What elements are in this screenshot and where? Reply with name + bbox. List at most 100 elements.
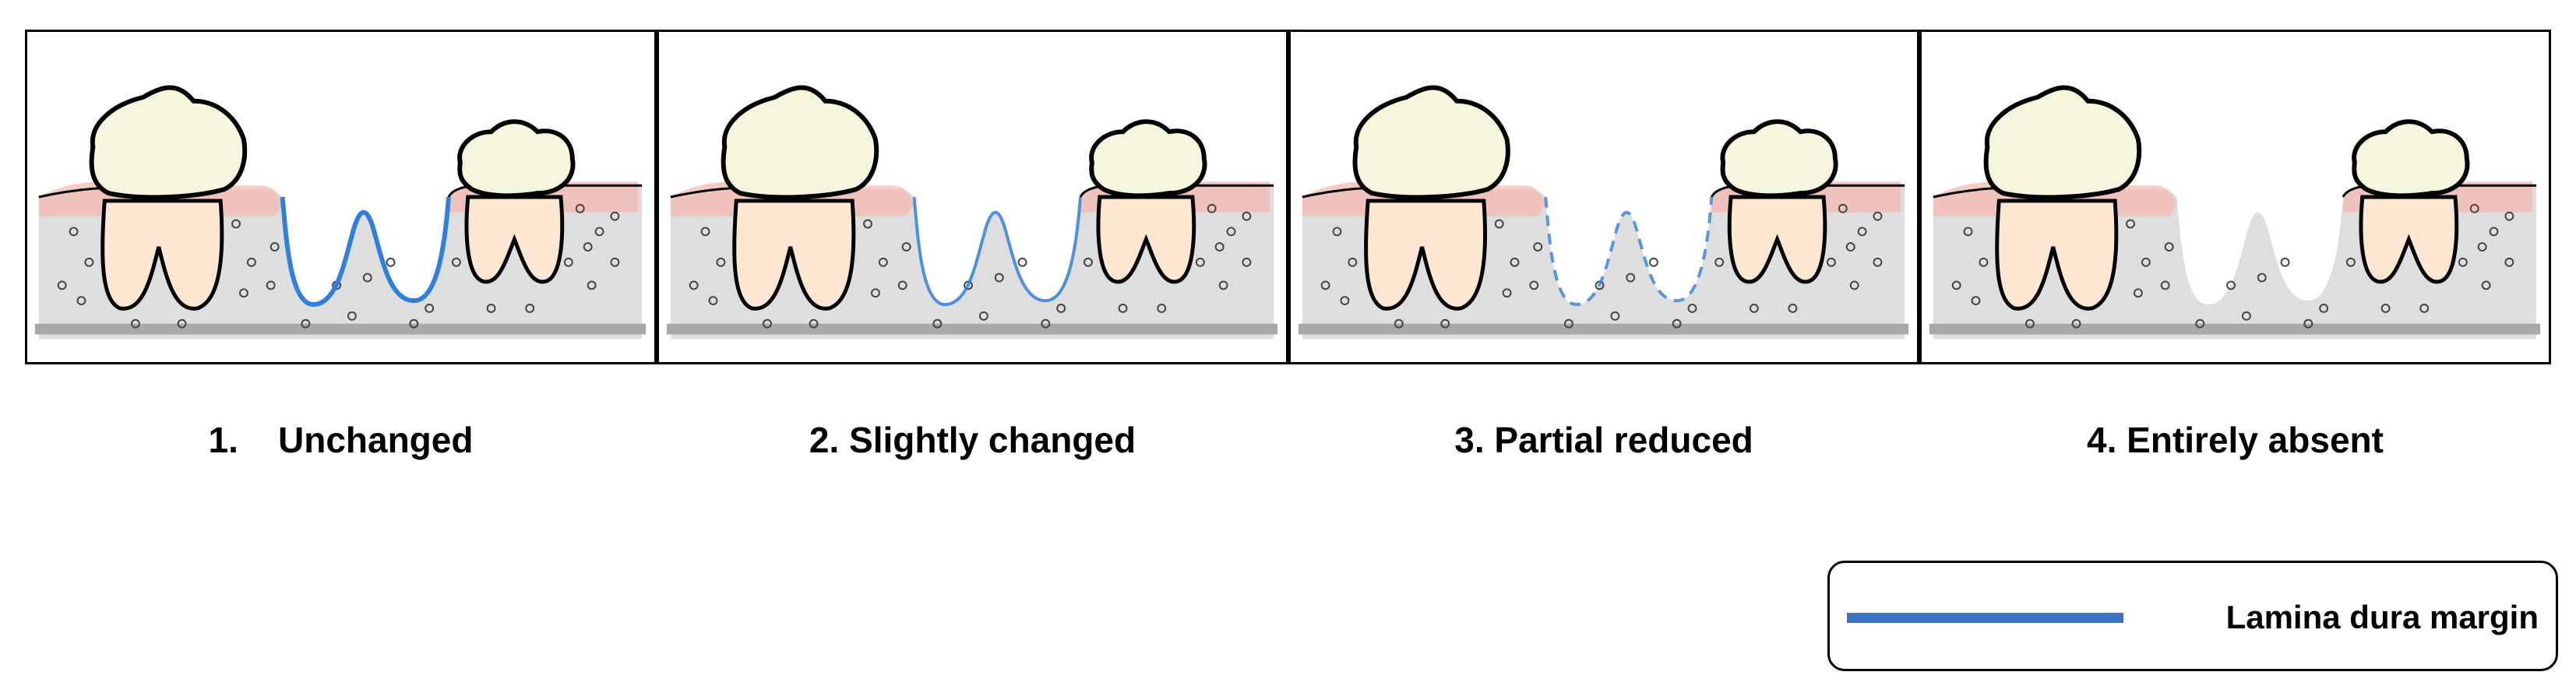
left-molar-crown	[89, 85, 248, 200]
right-molar-roots	[2359, 195, 2459, 284]
caption-partial-reduced: 3. Partial reduced	[1454, 420, 1753, 460]
bone-trabecula-dot	[2477, 242, 2487, 252]
bone-trabecula-dot	[386, 257, 396, 267]
bone-trabecula-dot	[809, 318, 819, 329]
right-molar-crown	[2352, 119, 2470, 199]
bone-trabecula-dot	[1626, 273, 1636, 283]
bone-trabecula-dot	[700, 227, 710, 237]
bone-trabecula-dot	[763, 318, 772, 329]
bone-trabecula-dot	[2419, 304, 2430, 313]
bone-trabecula-dot	[1979, 257, 1989, 267]
panel-entirely-absent	[1919, 30, 2551, 364]
bone-trabecula-dot	[610, 257, 620, 267]
legend-box: Lamina dura margin	[1827, 561, 2558, 671]
bone-trabecula-dot	[610, 211, 620, 221]
bone-trabecula-dot	[689, 280, 699, 290]
left-molar-roots	[1995, 199, 2119, 311]
bone-base-shadow	[1929, 323, 2541, 335]
bone-trabecula-dot	[2257, 273, 2267, 283]
left-molar-roots	[732, 199, 856, 311]
bone-trabecula-dot	[301, 318, 311, 329]
bone-trabecula-dot	[1857, 227, 1867, 237]
bone-trabecula-dot	[1226, 227, 1236, 237]
bone-trabecula-dot	[863, 219, 872, 229]
bone-trabecula-dot	[84, 257, 94, 267]
bone-trabecula-dot	[2380, 304, 2391, 313]
bone-trabecula-dot	[870, 288, 880, 298]
left-molar-roots	[100, 199, 224, 311]
bone-trabecula-dot	[69, 227, 79, 237]
bone-trabecula-dot	[2241, 311, 2251, 321]
bone-trabecula-dot	[716, 257, 726, 267]
bone-trabecula-dot	[1873, 257, 1883, 267]
bone-trabecula-dot	[1118, 304, 1128, 313]
bone-trabecula-dot	[1845, 242, 1855, 252]
bone-trabecula-dot	[2126, 219, 2135, 229]
bone-trabecula-dot	[76, 296, 86, 306]
legend-label: Lamina dura margin	[2225, 599, 2539, 635]
bone-trabecula-dot	[1510, 257, 1520, 267]
bone-trabecula-dot	[1827, 257, 1836, 267]
bone-trabecula-dot	[1849, 280, 1859, 290]
panel-unchanged	[25, 30, 657, 364]
panel-strip	[25, 30, 2551, 364]
bone-base-shadow	[1298, 323, 1909, 335]
bone-trabecula-dot	[1242, 257, 1252, 267]
bone-trabecula-dot	[409, 318, 419, 329]
tooth-socket-illustration	[1298, 85, 1909, 339]
bone-trabecula-dot	[2481, 280, 2491, 290]
bone-trabecula-dot	[2303, 318, 2313, 329]
bone-trabecula-dot	[231, 219, 241, 229]
bone-trabecula-dot	[1714, 257, 1725, 267]
bone-trabecula-dot	[878, 257, 888, 267]
bone-trabecula-dot	[2504, 257, 2514, 267]
right-molar-roots	[1727, 195, 1827, 284]
bone-trabecula-dot	[2141, 257, 2151, 267]
bone-trabecula-dot	[1494, 219, 1504, 229]
bone-trabecula-dot	[1687, 304, 1697, 313]
bone-trabecula-dot	[246, 257, 256, 267]
bone-trabecula-dot	[451, 257, 461, 267]
bone-trabecula-dot	[2133, 288, 2143, 298]
bone-trabecula-dot	[270, 242, 280, 252]
tooth-socket-illustration	[34, 85, 647, 339]
bone-trabecula-dot	[1648, 257, 1658, 267]
bone-trabecula-dot	[2504, 211, 2514, 221]
bone-trabecula-dot	[1529, 280, 1539, 290]
bone-trabecula-dot	[1440, 318, 1450, 329]
bone-trabecula-dot	[1394, 318, 1404, 329]
bone-trabecula-dot	[2071, 318, 2081, 329]
bone-trabecula-dot	[2160, 280, 2170, 290]
bone-trabecula-dot	[1348, 257, 1358, 267]
bone-base-shadow	[34, 323, 647, 335]
right-molar-roots	[464, 195, 565, 284]
bone-trabecula-dot	[1218, 280, 1228, 290]
bone-trabecula-dot	[1340, 296, 1350, 306]
bone-trabecula-dot	[1041, 318, 1051, 329]
left-molar-crown	[721, 85, 879, 200]
left-molar-crown	[1352, 85, 1510, 200]
bone-trabecula-dot	[525, 304, 535, 313]
bone-trabecula-dot	[2469, 203, 2479, 213]
bone-trabecula-dot	[1533, 242, 1543, 252]
bone-trabecula-dot	[994, 273, 1004, 283]
bone-trabecula-dot	[1971, 296, 1981, 306]
bone-trabecula-dot	[1563, 318, 1573, 329]
bone-trabecula-dot	[1963, 227, 1973, 237]
bone-trabecula-dot	[266, 280, 276, 290]
bone-trabecula-dot	[1320, 280, 1330, 290]
bone-trabecula-dot	[486, 304, 496, 313]
bone-trabecula-dot	[1157, 304, 1167, 313]
bone-trabecula-dot	[2489, 227, 2499, 237]
bone-trabecula-dot	[1214, 242, 1225, 252]
right-molar-roots	[1096, 195, 1196, 284]
bone-trabecula-dot	[362, 273, 372, 283]
bone-trabecula-dot	[2280, 257, 2290, 267]
bone-trabecula-dot	[901, 242, 911, 252]
bone-trabecula-dot	[708, 296, 718, 306]
bone-trabecula-dot	[2025, 318, 2035, 329]
bone-trabecula-dot	[2195, 318, 2205, 329]
legend-swatch-line	[1847, 613, 2123, 623]
caption-slightly-changed: 2. Slightly changed	[809, 420, 1136, 460]
lamina-dura-line	[912, 196, 1082, 307]
